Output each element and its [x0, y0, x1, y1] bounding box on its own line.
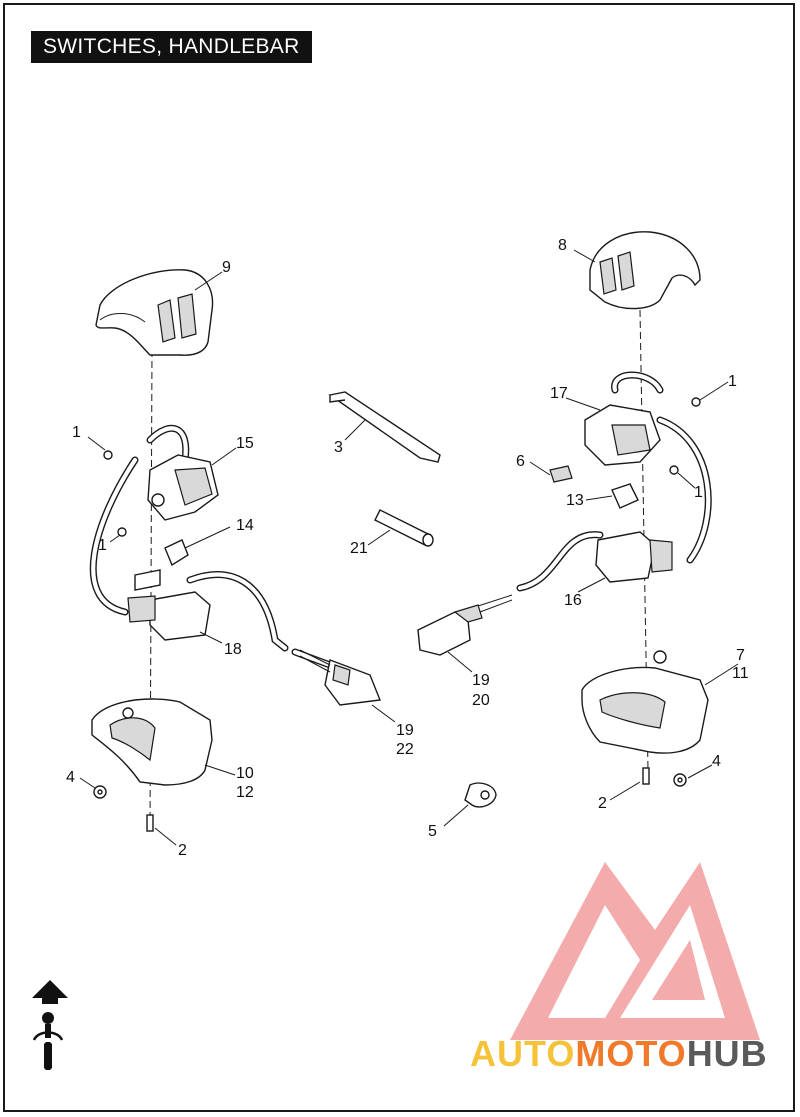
part-15-switch-left	[147, 454, 219, 521]
callout-9: 9	[222, 259, 231, 276]
callout-13: 13	[566, 492, 584, 509]
right-wiring-harness	[516, 371, 712, 592]
callout-21: 21	[350, 540, 368, 557]
part-14-small-switch	[164, 539, 189, 567]
part-17-switch-right	[584, 404, 661, 466]
callout-4-left: 4	[66, 769, 75, 786]
callout-22: 22	[396, 741, 414, 758]
watermark-text: AUTOMOTOHUB	[470, 1034, 768, 1074]
part-8-upper-housing-right	[589, 231, 701, 310]
callout-2-left: 2	[178, 842, 187, 859]
left-wiring-harness	[89, 424, 334, 669]
callouts: 9 8 1 15 1 17 3 6 13 1 14 1 21 16 18 7 1…	[66, 237, 749, 859]
callout-1-right-b: 1	[694, 484, 703, 501]
callout-12: 12	[236, 784, 254, 801]
part-1-screw-right-a	[691, 397, 701, 407]
callout-20: 20	[472, 692, 490, 709]
page-title: SWITCHES, HANDLEBAR	[31, 31, 312, 63]
part-5-clip	[464, 782, 497, 808]
callout-14: 14	[236, 517, 254, 534]
part-16-switch-block-right	[595, 531, 673, 583]
leader-lines	[79, 249, 739, 846]
part-1-screw-right-b	[669, 465, 679, 475]
callout-8: 8	[558, 237, 567, 254]
part-21-tube	[374, 509, 434, 547]
part-2-screw-right	[642, 767, 650, 785]
callout-6: 6	[516, 453, 525, 470]
callout-10: 10	[236, 765, 254, 782]
callout-4-right: 4	[712, 753, 721, 770]
part-3-cable-strap	[328, 391, 441, 463]
rider-icon	[32, 1012, 64, 1070]
hardware-left	[93, 450, 154, 832]
callout-16: 16	[564, 592, 582, 609]
callout-5: 5	[428, 823, 437, 840]
callout-11: 11	[732, 665, 749, 682]
watermark-moto: MOTO	[575, 1033, 687, 1074]
callout-2-right: 2	[598, 795, 607, 812]
callout-1-right-a: 1	[728, 373, 737, 390]
callout-17: 17	[550, 385, 568, 402]
part-2-screw-left	[146, 814, 154, 832]
watermark-hub: HUB	[686, 1033, 768, 1074]
forward-arrow-icon	[32, 980, 68, 1004]
part-19-20-connector-center	[417, 594, 513, 656]
part-10-12-lower-housing-left	[91, 698, 213, 786]
part-1-screw-left-a	[103, 450, 113, 460]
part-6-pad	[549, 465, 573, 483]
watermark-auto: AUTO	[470, 1033, 576, 1074]
callout-19-left: 19	[396, 722, 414, 739]
part-7-11-lower-housing-right	[581, 650, 709, 754]
watermark-logo	[510, 862, 760, 1040]
part-1-screw-left-b	[117, 527, 127, 537]
callout-1-left-b: 1	[98, 537, 107, 554]
part-19-22-connector-left	[299, 649, 381, 706]
part-13-small-switch-right	[611, 483, 639, 509]
callout-18: 18	[224, 641, 242, 658]
part-9-upper-housing-left	[95, 269, 214, 356]
callout-15: 15	[236, 435, 254, 452]
callout-7: 7	[736, 647, 745, 664]
callout-19-center: 19	[472, 672, 490, 689]
callout-1-left-a: 1	[72, 424, 81, 441]
part-18-switch-block-left	[127, 569, 211, 641]
hardware-right	[642, 397, 701, 787]
callout-3: 3	[334, 439, 343, 456]
